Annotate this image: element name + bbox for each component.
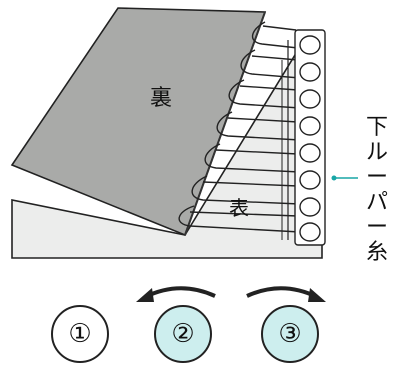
curved-arrow-left-icon <box>136 286 216 302</box>
front-side-label: 表 <box>229 196 249 220</box>
leader-dot <box>331 175 337 181</box>
step-1-circle: ① <box>51 305 109 363</box>
label-char: ル <box>365 140 388 165</box>
rolled-edge-column <box>281 29 326 246</box>
label-char: 糸 <box>365 240 388 265</box>
lower-looper-thread-label: 下 ル ー パ ー 糸 <box>362 115 392 265</box>
label-char: ー <box>365 215 388 240</box>
label-char: ー <box>365 165 388 190</box>
step-3-circle: ③ <box>261 305 319 363</box>
label-char: パ <box>365 190 388 215</box>
back-side-label: 裏 <box>150 86 173 111</box>
label-char: 下 <box>365 115 388 140</box>
step-2-circle: ② <box>154 305 212 363</box>
curved-arrow-right-icon <box>246 286 326 302</box>
fabric-edge <box>184 11 266 236</box>
